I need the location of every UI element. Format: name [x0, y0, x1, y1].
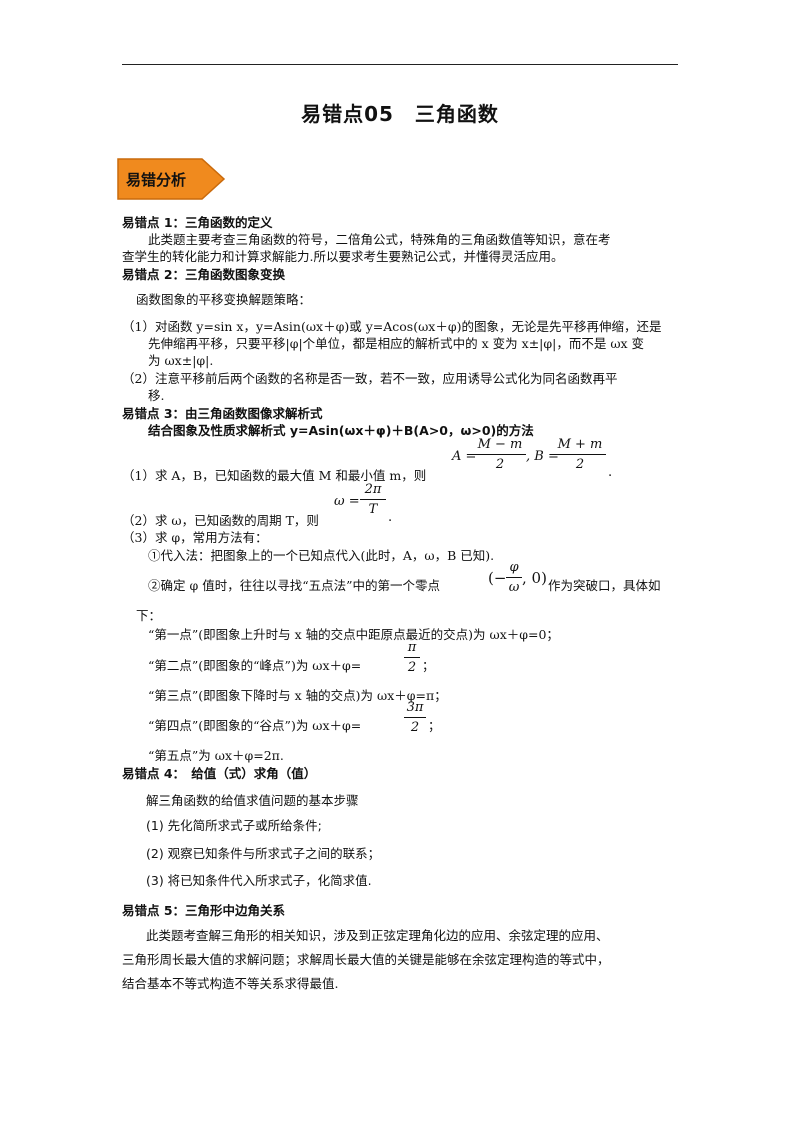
omega-den: T: [368, 502, 378, 517]
zero-point-num: φ: [509, 560, 519, 575]
s3-item2: （2）求 ω，已知函数的周期 T，则: [122, 513, 319, 528]
s2-heading: 易错点 2：三角函数图象变换: [122, 267, 286, 282]
s4-step-1: (1) 先化简所求式子或所给条件;: [146, 818, 322, 833]
point-5: “第五点”为 ωx＋φ=2π.: [148, 748, 284, 763]
point-2: “第二点”(即图象的“峰点”)为 ωx＋φ=: [148, 658, 362, 673]
point-2-den: 2: [407, 660, 417, 675]
s2-item1-line2: 先伸缩再平移，只要平移|φ|个单位，都是相应的解析式中的 x 变为 x±|φ|，…: [148, 336, 645, 351]
point-4-num: 3π: [406, 700, 424, 715]
s2-item2-line2: 移.: [148, 388, 165, 403]
formula-ab-end: .: [608, 465, 613, 480]
point-4: “第四点”(即图象的“谷点”)为 ωx＋φ=: [148, 718, 362, 733]
s4-intro: 解三角函数的给值求值问题的基本步骤: [146, 793, 359, 808]
zero-point-den: ω: [508, 580, 520, 595]
omega-num: 2π: [364, 482, 382, 497]
omega-end: .: [388, 510, 393, 525]
s1-line-1: 此类题主要考查三角函数的符号，二倍角公式，特殊角的三角函数值等知识，意在考: [148, 232, 611, 247]
point-4-end: ；: [428, 718, 441, 733]
s4-step-3: (3) 将已知条件代入所求式子，化简求值.: [146, 873, 372, 888]
s3-method2-c: 下：: [136, 608, 162, 623]
s5-heading: 易错点 5：三角形中边角关系: [122, 903, 286, 918]
formula-b-num: M + m: [557, 437, 603, 452]
formula-a-lhs: A =: [452, 449, 477, 464]
point-2-fraction: π 2: [404, 640, 420, 675]
section-badge: 易错分析: [116, 157, 226, 201]
point-2-num: π: [407, 640, 417, 655]
s3-method2-a: ②确定 φ 值时，往往以寻找“五点法”中的第一个零点: [148, 578, 440, 593]
s3-method1: ①代入法：把图象上的一个已知点代入(此时，A，ω，B 已知).: [148, 548, 495, 563]
zero-point-right: , 0): [522, 569, 547, 587]
s3-heading: 易错点 3：由三角函数图像求解析式: [122, 406, 323, 421]
formula-a-fraction: M − m 2: [474, 437, 526, 472]
s2-intro: 函数图象的平移变换解题策略：: [136, 292, 312, 307]
point-4-fraction: 3π 2: [404, 700, 426, 735]
s3-item3: （3）求 φ，常用方法有：: [122, 530, 268, 545]
s1-line-2: 查学生的转化能力和计算求解能力.所以要求考生要熟记公式，并懂得灵活应用。: [122, 249, 564, 264]
s5-line-2: 三角形周长最大值的求解问题；求解周长最大值的关键是能够在余弦定理构造的等式中，: [122, 952, 610, 967]
s2-item1-line3: 为 ωx±|φ|.: [148, 353, 214, 368]
s3-method2-b: 作为突破口，具体如: [548, 578, 661, 593]
point-1: “第一点”(即图象上升时与 x 轴的交点中距原点最近的交点)为 ωx＋φ=0；: [148, 627, 559, 642]
s2-item1-line1: （1）对函数 y=sin x，y=Asin(ωx＋φ)或 y=Acos(ωx＋φ…: [122, 319, 662, 334]
zero-point-left: (−: [488, 569, 507, 587]
badge-label: 易错分析: [126, 171, 187, 189]
zero-point-fraction: φ ω: [506, 560, 522, 595]
s5-line-3: 结合基本不等式构造不等关系求得最值.: [122, 976, 339, 991]
omega-lhs: ω =: [334, 494, 360, 509]
point-4-den: 2: [410, 720, 420, 735]
formula-b-den: 2: [575, 457, 585, 472]
s4-heading: 易错点 4： 给值（式）求角（值）: [122, 766, 317, 781]
header-rule: [122, 64, 678, 65]
formula-b-lhs: , B =: [526, 449, 559, 464]
page-title: 易错点05 三角函数: [301, 102, 499, 126]
s1-heading: 易错点 1：三角函数的定义: [122, 215, 273, 230]
point-3: “第三点”(即图象下降时与 x 轴的交点)为 ωx＋φ=π；: [148, 688, 447, 703]
formula-b-fraction: M + m 2: [554, 437, 606, 472]
formula-a-den: 2: [495, 457, 505, 472]
badge-arrow-icon: [117, 158, 226, 200]
formula-a-num: M − m: [477, 437, 523, 452]
s5-line-1: 此类题考查解三角形的相关知识，涉及到正弦定理角化边的应用、余弦定理的应用、: [146, 928, 609, 943]
s3-subheading: 结合图象及性质求解析式 y=Asin(ωx＋φ)＋B(A>0，ω>0)的方法: [148, 423, 534, 438]
s4-step-2: (2) 观察已知条件与所求式子之间的联系；: [146, 846, 381, 861]
s2-item2-line1: （2）注意平移前后两个函数的名称是否一致，若不一致，应用诱导公式化为同名函数再平: [122, 371, 618, 386]
point-2-end: ；: [422, 658, 435, 673]
s3-item1: （1）求 A，B，已知函数的最大值 M 和最小值 m，则: [122, 468, 427, 483]
omega-fraction: 2π T: [360, 482, 386, 517]
